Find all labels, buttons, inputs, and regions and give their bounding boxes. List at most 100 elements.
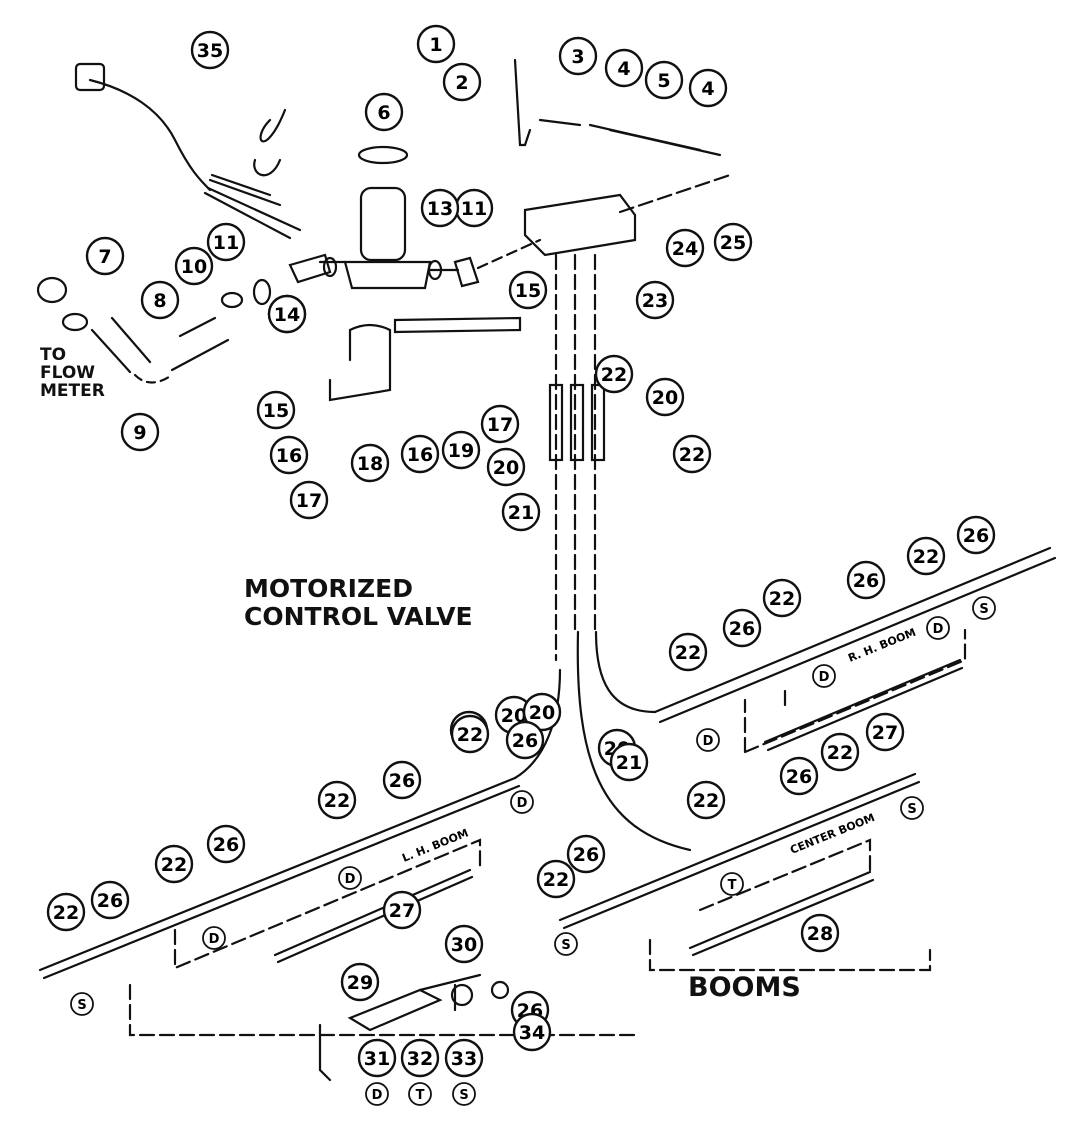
callout-number: 26	[963, 525, 989, 547]
callout-circle	[364, 92, 404, 132]
callout-number: 30	[451, 934, 477, 956]
callout-number: 20	[493, 457, 519, 479]
nozzle-tag-circle	[972, 596, 996, 620]
callout-2: 2	[442, 62, 482, 102]
callout-number: 22	[827, 742, 853, 764]
callout-circle	[956, 515, 996, 555]
nozzle-tag-D: D	[510, 790, 534, 814]
callout-26: 26	[382, 760, 422, 800]
callout-circle	[668, 632, 708, 672]
nozzle-tag-D: D	[812, 664, 836, 688]
callout-circle	[665, 228, 705, 268]
callout-number: 26	[389, 770, 415, 792]
callout-number: 25	[720, 232, 746, 254]
rh-boom-pipe	[653, 546, 1057, 724]
nozzle-tag-letter: D	[703, 734, 714, 749]
callout-circle	[522, 692, 562, 732]
callout-number: 26	[573, 844, 599, 866]
callout-number: 13	[427, 198, 453, 220]
nozzle-tag-circle	[926, 616, 950, 640]
callout-circle	[400, 1038, 440, 1078]
nozzle-tag-letter: S	[561, 938, 570, 953]
callout-number: 29	[347, 972, 373, 994]
callout-circle	[558, 36, 598, 76]
callout-circle	[442, 62, 482, 102]
callout-number: 22	[601, 364, 627, 386]
callout-22: 22	[668, 632, 708, 672]
nozzle-tag-letter: D	[345, 872, 356, 887]
callout-27: 27	[382, 890, 422, 930]
callout-circle	[256, 390, 296, 430]
nozzle-tag-letter: D	[209, 932, 220, 947]
nozzle-tag-circle	[202, 926, 226, 950]
callout-circle	[416, 24, 456, 64]
callout-circle	[609, 742, 649, 782]
callout-circle	[713, 222, 753, 262]
callout-number: 8	[153, 290, 166, 312]
callout-number: 16	[407, 444, 433, 466]
nozzle-tag-letter: S	[907, 802, 916, 817]
callout-number: 22	[913, 546, 939, 568]
callout-circle	[645, 377, 685, 417]
callout-number: 28	[807, 923, 833, 945]
callout-number: 22	[769, 588, 795, 610]
nozzle-tag-D: D	[696, 728, 720, 752]
callout-17: 17	[289, 480, 329, 520]
callout-22: 22	[536, 859, 576, 899]
callout-number: 22	[679, 444, 705, 466]
callout-circle	[644, 60, 684, 100]
callout-19: 19	[441, 430, 481, 470]
callout-21: 21	[609, 742, 649, 782]
flow-meter-line: TO	[40, 345, 67, 365]
nozzle-tag-S: S	[900, 796, 924, 820]
callout-22: 22	[906, 536, 946, 576]
callout-number: 19	[448, 440, 474, 462]
callout-number: 27	[389, 900, 415, 922]
nozzle-tag-T: T	[720, 872, 744, 896]
nozzle-tag-circle	[900, 796, 924, 820]
feed-hose-center	[576, 630, 692, 852]
callout-circle	[382, 760, 422, 800]
callout-circle	[46, 892, 86, 932]
nozzle-tag-circle	[452, 1082, 476, 1106]
nozzle-tag-D: D	[202, 926, 226, 950]
nozzle-tag-D: D	[365, 1082, 389, 1106]
callout-circle	[267, 294, 307, 334]
callout-20: 20	[486, 447, 526, 487]
callout-number: 10	[181, 256, 207, 278]
nozzle-tag-letter: T	[728, 878, 737, 893]
feed-hose-lh	[513, 668, 562, 780]
callout-number: 16	[276, 445, 302, 467]
nozzle-tag-S: S	[452, 1082, 476, 1106]
nozzle-tag-S: S	[972, 596, 996, 620]
callout-15: 15	[256, 390, 296, 430]
callout-number: 9	[133, 422, 146, 444]
nozzle-tag-letter: D	[819, 670, 830, 685]
booms-label: BOOMS	[688, 972, 801, 1003]
callout-number: 26	[853, 570, 879, 592]
callout-13: 13	[420, 188, 460, 228]
nozzle-tag-D: D	[338, 866, 362, 890]
callout-number: 26	[512, 730, 538, 752]
callout-16: 16	[269, 435, 309, 475]
callout-circle	[688, 68, 728, 108]
callout-22: 22	[450, 714, 490, 754]
callout-circle	[800, 913, 840, 953]
callout-number: 7	[98, 246, 111, 268]
nozzle-tag-letter: S	[979, 602, 988, 617]
callout-22: 22	[594, 354, 634, 394]
nozzle-tag-circle	[365, 1082, 389, 1106]
callout-number: 33	[451, 1048, 477, 1070]
rh-boom-name: R. H. BOOM	[846, 626, 918, 665]
callout-circle	[566, 834, 606, 874]
callout-circle	[444, 1038, 484, 1078]
callout-11: 11	[454, 188, 494, 228]
nozzle-tag-letter: S	[77, 998, 86, 1013]
flow-meter-hose	[90, 316, 230, 374]
callout-circle	[486, 447, 526, 487]
callout-circle	[480, 404, 520, 444]
callout-circle	[340, 962, 380, 1002]
callout-22: 22	[46, 892, 86, 932]
callout-3: 3	[558, 36, 598, 76]
